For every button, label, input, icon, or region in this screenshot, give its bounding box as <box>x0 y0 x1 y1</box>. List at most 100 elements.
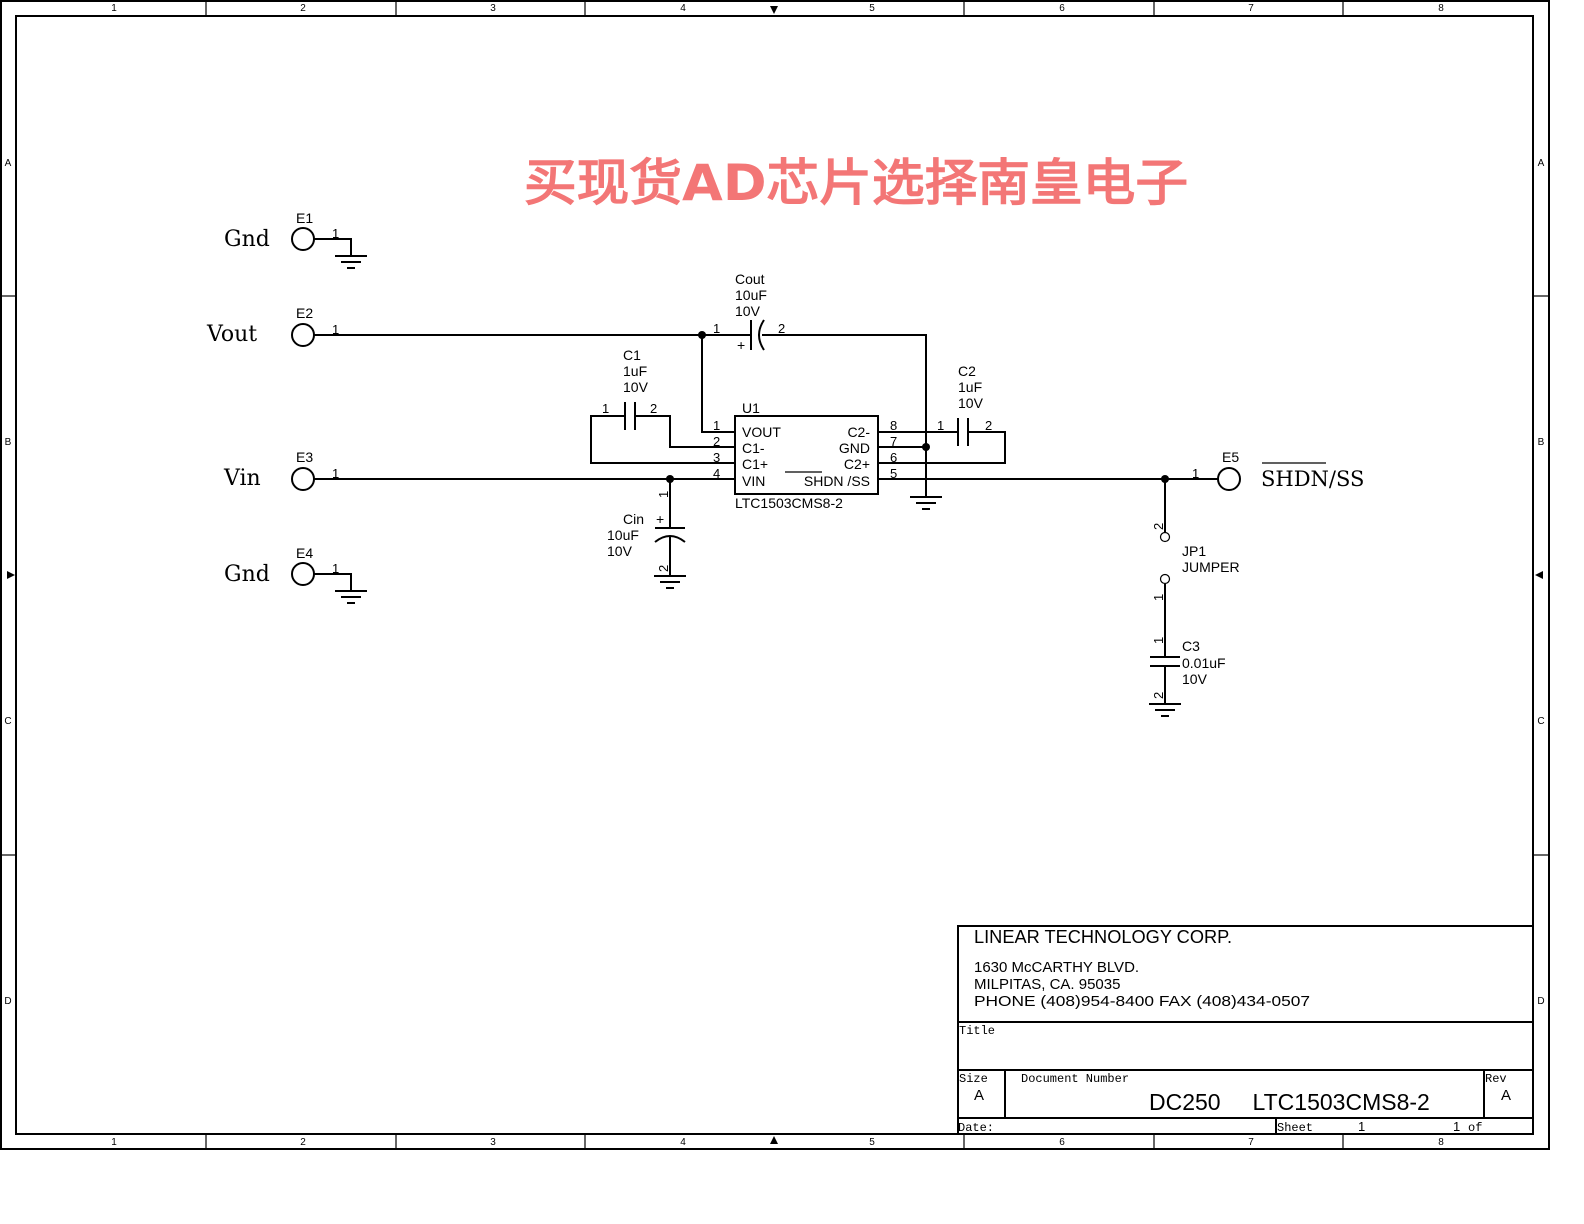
net-label: Gnd <box>224 562 270 587</box>
pin-number: 5 <box>890 466 897 481</box>
col-label: 1 <box>111 3 117 14</box>
pin-number: 1 <box>332 226 339 241</box>
pin-number: 2 <box>656 565 671 572</box>
col-label: 4 <box>680 1137 686 1148</box>
col-label: 6 <box>1059 3 1065 14</box>
terminal-e4[interactable]: Gnd E4 1 <box>224 545 367 604</box>
ref-label: JP1 <box>1182 543 1206 559</box>
terminal-e5[interactable]: E5 1 SHDN/SS <box>1192 449 1364 491</box>
pin-number: 2 <box>778 321 785 336</box>
pin-number: 7 <box>890 434 897 449</box>
ref-label: E2 <box>296 305 313 321</box>
pin-number: 1 <box>1151 594 1166 601</box>
capacitor-c3[interactable]: C3 0.01uF 10V 1 2 <box>1149 637 1226 717</box>
ref-label: Cin <box>623 511 644 527</box>
row-label: A <box>1538 158 1545 169</box>
rev-label: Rev <box>1485 1072 1507 1086</box>
col-label: 5 <box>869 1137 875 1148</box>
sheet-label: Sheet <box>1277 1121 1313 1135</box>
title-block: LINEAR TECHNOLOGY CORP. 1630 McCARTHY BL… <box>957 925 1534 1135</box>
pin-number: 1 <box>713 321 720 336</box>
of-label: of <box>1468 1121 1482 1135</box>
col-label: 7 <box>1248 1137 1254 1148</box>
terminal-e2[interactable]: Vout E2 1 <box>206 305 339 347</box>
jumper-jp1[interactable]: JP1 JUMPER 2 1 <box>1151 523 1240 601</box>
col-label: 4 <box>680 3 686 14</box>
ref-label: U1 <box>742 400 760 416</box>
pin-name: C1+ <box>742 456 768 472</box>
pin-number: 2 <box>1151 523 1166 530</box>
size-value: A <box>974 1087 984 1104</box>
center-mark-icon <box>770 6 778 14</box>
pin-number: 3 <box>713 450 720 465</box>
ref-label: E4 <box>296 545 313 561</box>
col-label: 8 <box>1438 3 1444 14</box>
center-mark-icon <box>770 1136 778 1144</box>
col-label: 2 <box>300 3 306 14</box>
ground-icon <box>1149 703 1181 717</box>
terminal-pad-icon <box>291 227 315 251</box>
col-label: 3 <box>490 3 496 14</box>
row-label: A <box>5 158 12 169</box>
row-label: D <box>4 996 11 1007</box>
phone-fax: PHONE (408)954-8400 FAX (408)434-0507 <box>974 993 1310 1010</box>
document-number-label: Document Number <box>1021 1072 1129 1086</box>
pin-number: 2 <box>713 434 720 449</box>
document-number: DC250 LTC1503CMS8-2 <box>1149 1089 1430 1115</box>
col-label: 6 <box>1059 1137 1065 1148</box>
capacitor-c2[interactable]: C2 1uF 10V 1 2 <box>937 363 992 446</box>
pin-number: 6 <box>890 450 897 465</box>
row-label: B <box>1538 437 1545 448</box>
row-label: D <box>1537 996 1544 1007</box>
polarity-mark: + <box>737 337 745 353</box>
col-label: 2 <box>300 1137 306 1148</box>
ic-u1[interactable]: U1 LTC1503CMS8-2 VOUT C1- C1+ VIN C2- GN… <box>713 400 897 511</box>
ground-icon <box>654 575 686 589</box>
sheet-frame: 1 2 3 4 5 6 7 8 1 2 3 4 5 6 7 8 A B C D … <box>0 0 1550 1150</box>
net-label: Gnd <box>224 227 270 252</box>
net-label: Vin <box>223 466 261 491</box>
col-label: 5 <box>869 3 875 14</box>
ref-label: Cout <box>735 271 765 287</box>
center-mark-icon <box>1535 571 1543 579</box>
date-label: Date: <box>958 1121 994 1135</box>
value-label: JUMPER <box>1182 559 1240 575</box>
capacitor-c1[interactable]: C1 1uF 10V 1 2 <box>602 347 657 430</box>
capacitor-cin[interactable]: Cin 10uF 10V + 1 2 <box>607 491 686 589</box>
ref-label: C2 <box>958 363 976 379</box>
rev-value: A <box>1501 1087 1511 1104</box>
net-label: SHDN/SS <box>1261 467 1364 491</box>
company-name: LINEAR TECHNOLOGY CORP. <box>974 927 1232 947</box>
pin-number: 1 <box>1151 637 1166 644</box>
value-label: 10uF <box>735 287 767 303</box>
pin-number: 2 <box>985 418 992 433</box>
pin-name: C1- <box>742 440 765 456</box>
wires <box>314 334 1218 703</box>
value-label: 0.01uF <box>1182 655 1226 671</box>
pin-number: 1 <box>937 418 944 433</box>
sheet-total: 1 <box>1453 1119 1460 1134</box>
pin-number: 1 <box>713 418 720 433</box>
pin-number: 1 <box>1192 466 1199 481</box>
col-label: 8 <box>1438 1137 1444 1148</box>
pin-number: 1 <box>332 466 339 481</box>
voltage-label: 10V <box>623 379 649 395</box>
capacitor-cout[interactable]: Cout 10uF 10V 1 2 + <box>713 271 785 353</box>
ref-label: E5 <box>1222 449 1239 465</box>
part-label: LTC1503CMS8-2 <box>735 495 843 511</box>
title-label: Title <box>959 1024 995 1038</box>
row-label: C <box>1537 716 1544 727</box>
terminal-e1[interactable]: Gnd E1 1 <box>224 210 367 269</box>
pin-name: SHDN /SS <box>804 473 870 489</box>
pin-number: 1 <box>602 401 609 416</box>
terminal-pad-icon <box>291 323 315 347</box>
net-label: Vout <box>206 322 257 347</box>
ref-label: E3 <box>296 449 313 465</box>
ref-label: E1 <box>296 210 313 226</box>
pin-number: 1 <box>332 561 339 576</box>
polarity-mark: + <box>656 511 664 527</box>
sheet-number: 1 <box>1358 1119 1365 1134</box>
terminal-e3[interactable]: Vin E3 1 <box>223 449 339 491</box>
center-mark-icon <box>7 571 15 579</box>
